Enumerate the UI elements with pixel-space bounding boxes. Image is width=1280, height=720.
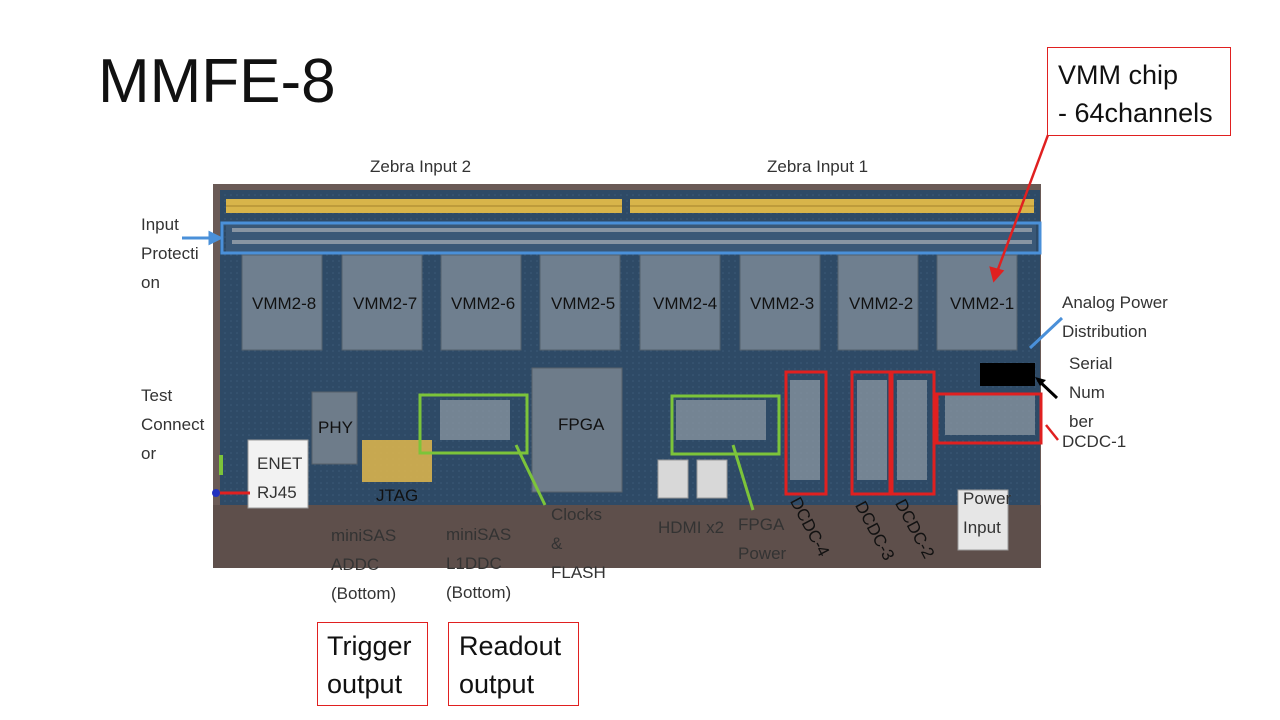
minisas-addc-line1: miniSAS <box>331 526 397 545</box>
vmm-label-5: VMM2-5 <box>551 294 616 313</box>
serial-number-label: Serial Num ber <box>1069 349 1112 436</box>
dcdc-3-box <box>850 370 892 496</box>
zebra-input-2-label: Zebra Input 2 <box>370 157 472 176</box>
power-input-label: Power Input <box>963 484 1011 542</box>
dcdc-1-box <box>935 392 1043 445</box>
trigger-line1: Trigger <box>327 631 412 661</box>
phy-label: PHY <box>318 418 353 437</box>
jtag-label: JTAG <box>376 486 419 505</box>
serial-number-block <box>980 363 1035 386</box>
enet-line1: ENET <box>257 454 303 473</box>
fpga-chip <box>531 367 623 493</box>
minisas-addc-line2: ADDC <box>331 555 380 574</box>
dcdc-1-label: DCDC-1 <box>1062 432 1127 451</box>
minisas-addc-line3: (Bottom) <box>331 584 397 603</box>
test-connector-line2: Connect <box>141 415 205 434</box>
fpga-power-line1: FPGA <box>738 515 785 534</box>
serial-number-line1: Serial <box>1069 354 1113 373</box>
clocks-flash-box <box>418 393 529 455</box>
clocks-line3: FLASH <box>551 563 606 582</box>
input-protection-line3: on <box>141 273 160 292</box>
vmm-label-6: VMM2-6 <box>451 294 516 313</box>
vmm-label-7: VMM2-7 <box>353 294 418 313</box>
readout-line1: Readout <box>459 631 562 661</box>
vmm-chip-callout: VMM chip - 64channels <box>1047 47 1231 136</box>
test-connector-label: Test Connect or <box>141 381 204 468</box>
vmm-label-8: VMM2-8 <box>252 294 317 313</box>
fpga-power-line2: Power <box>738 544 787 563</box>
clocks-line1: Clocks <box>551 505 603 524</box>
zebra-input-1-label: Zebra Input 1 <box>767 157 869 176</box>
test-connector-line1: Test <box>141 386 173 405</box>
analog-power-line2: Distribution <box>1062 322 1148 341</box>
minisas-addc-label: miniSAS ADDC (Bottom) <box>331 521 396 608</box>
clocks-flash-label: Clocks & FLASH <box>551 500 606 587</box>
minisas-l1ddc-line2: L1DDC <box>446 554 502 573</box>
minisas-l1ddc-line1: miniSAS <box>446 525 512 544</box>
clocks-line2: & <box>551 534 563 553</box>
hdmi-label: HDMI x2 <box>658 518 725 537</box>
vmm-label-3: VMM2-3 <box>750 294 815 313</box>
serial-number-line3: ber <box>1069 412 1094 431</box>
analog-power-label: Analog Power Distribution <box>1062 288 1168 346</box>
vmm-label-2: VMM2-2 <box>849 294 914 313</box>
fpga-power-box <box>670 394 781 456</box>
minisas-l1ddc-line3: (Bottom) <box>446 583 512 602</box>
readout-output-box: Readout output <box>448 622 579 706</box>
readout-line2: output <box>459 669 535 699</box>
dcdc-2-box <box>890 370 936 496</box>
enet-connector <box>247 439 309 509</box>
vmm-label-1: VMM2-1 <box>950 294 1015 313</box>
page-title: MMFE-8 <box>98 47 336 116</box>
power-input-line2: Input <box>963 518 1001 537</box>
enet-label: ENET RJ45 <box>257 449 302 507</box>
analog-power-line1: Analog Power <box>1062 293 1168 312</box>
input-protection-line2: Protecti <box>141 244 199 263</box>
power-input-line1: Power <box>963 489 1012 508</box>
minisas-l1ddc-label: miniSAS L1DDC (Bottom) <box>446 520 511 607</box>
callout-line2: - 64channels <box>1058 98 1213 128</box>
fpga-power-label: FPGA Power <box>738 510 786 568</box>
input-protection-line1: Input <box>141 215 179 234</box>
callout-line1: VMM chip <box>1058 60 1179 90</box>
vmm-label-4: VMM2-4 <box>653 294 718 313</box>
enet-line2: RJ45 <box>257 483 297 502</box>
test-connector-line3: or <box>141 444 157 463</box>
serial-number-line2: Num <box>1069 383 1105 402</box>
fpga-label: FPGA <box>558 415 605 434</box>
input-protection-label: Input Protecti on <box>141 210 199 297</box>
trigger-line2: output <box>327 669 403 699</box>
trigger-output-box: Trigger output <box>317 622 428 706</box>
dcdc-4-box <box>784 370 828 496</box>
phy-chip <box>311 391 358 465</box>
